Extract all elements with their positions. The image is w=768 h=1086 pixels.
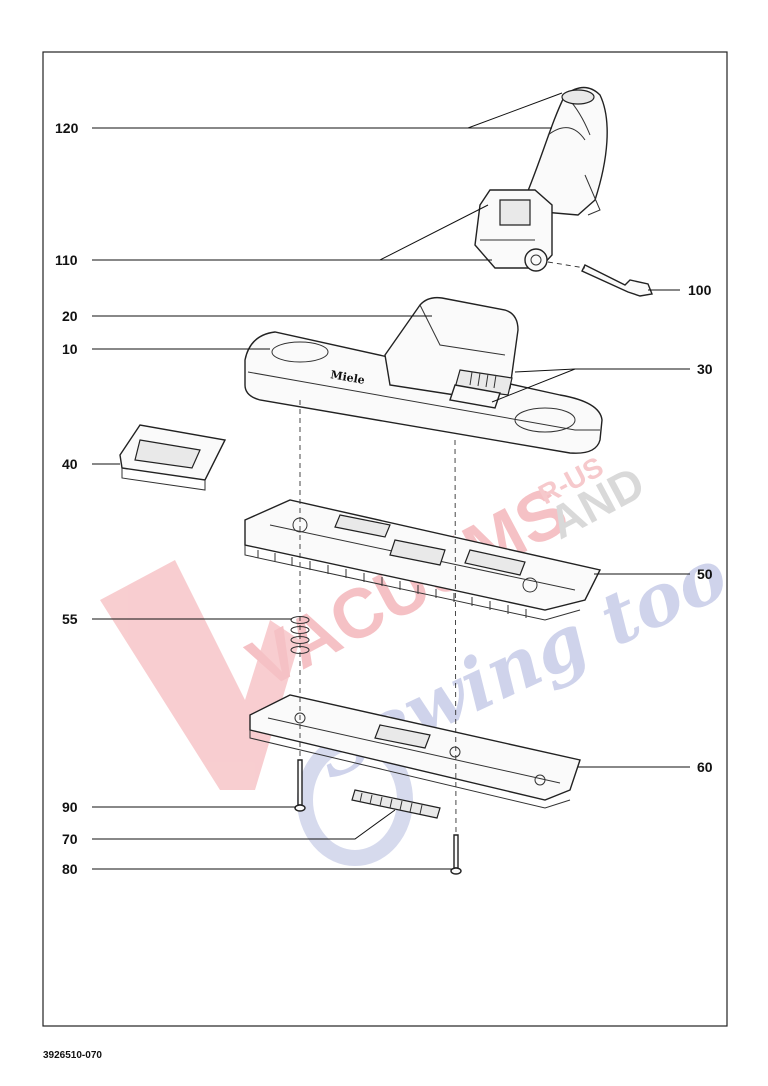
callout-80: 80	[62, 861, 78, 877]
part-50-brush-plate	[244, 499, 602, 621]
callout-110: 110	[55, 252, 78, 268]
miele-brand-mark: Miele	[329, 368, 365, 387]
part-110-joint	[474, 189, 553, 272]
watermark: VACUUMS R-US AND Sewing too	[100, 451, 740, 866]
pin-axis-line	[547, 261, 586, 269]
leader-lines	[92, 92, 690, 870]
part-30-slider-switch	[449, 369, 513, 409]
part-120-swivel-neck	[518, 86, 608, 216]
callout-labels: 120 110 100 20 10 30 40 50 55 60 90 70 8…	[55, 120, 713, 877]
assembly-axis-right	[454, 439, 457, 836]
callout-30: 30	[697, 361, 713, 377]
callout-70: 70	[62, 831, 78, 847]
callout-60: 60	[697, 759, 713, 775]
document-number: 3926510-070	[43, 1050, 102, 1061]
callout-40: 40	[62, 456, 78, 472]
part-60-sole-plate	[249, 694, 581, 809]
callout-55: 55	[62, 611, 78, 627]
callout-50: 50	[697, 566, 713, 582]
callout-20: 20	[62, 308, 78, 324]
part-100-pin	[581, 264, 653, 297]
callout-100: 100	[688, 282, 712, 298]
part-40-clip	[119, 424, 227, 491]
part-10-floorhead-housing: Miele	[244, 331, 603, 454]
callout-10: 10	[62, 341, 78, 357]
part-90-screw	[294, 759, 306, 812]
callout-90: 90	[62, 799, 78, 815]
diagram-frame	[42, 51, 728, 1027]
part-80-screw	[450, 834, 462, 875]
part-70-strip	[351, 789, 441, 819]
part-20-neck-housing	[384, 296, 519, 396]
callout-120: 120	[55, 120, 79, 136]
